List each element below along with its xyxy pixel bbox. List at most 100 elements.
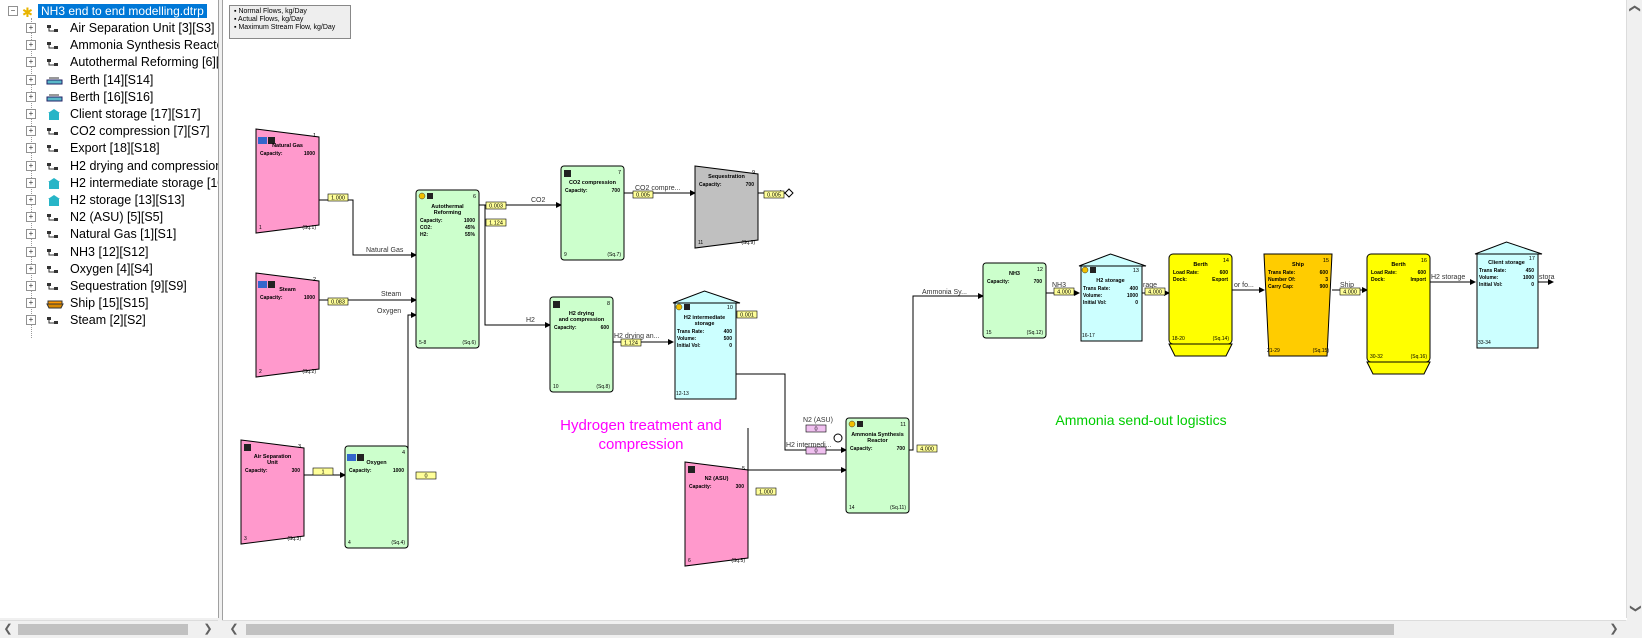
node-field-value: 300 <box>292 468 301 474</box>
node-atr[interactable]: 6AutothermalReformingCapacity:1000CO2:45… <box>415 189 480 349</box>
tree-item[interactable]: +Autothermal Reforming [6][S <box>26 53 218 71</box>
expand-icon[interactable]: + <box>26 74 36 85</box>
expand-icon[interactable]: + <box>26 229 36 240</box>
tree-item[interactable]: +Steam [2][S2] <box>26 311 146 329</box>
expand-icon[interactable]: + <box>26 281 36 291</box>
expand-icon[interactable]: + <box>26 263 36 274</box>
node-field-value: 45% <box>465 225 476 231</box>
scroll-thumb[interactable] <box>246 624 1394 635</box>
expand-icon[interactable]: + <box>26 212 36 223</box>
tree-item[interactable]: +H2 storage [13][S13] <box>26 191 185 209</box>
tree-item[interactable]: +H2 drying and compression [ <box>26 157 218 175</box>
node-field-label: Load Rate: <box>1371 270 1397 276</box>
expand-icon[interactable]: + <box>26 160 36 171</box>
node-field-label: CO2: <box>420 225 432 231</box>
grid-icon <box>244 444 251 451</box>
expand-icon[interactable]: + <box>26 246 36 257</box>
stream-line[interactable] <box>909 293 984 451</box>
storage-icon <box>46 108 62 120</box>
expand-icon[interactable]: + <box>26 126 36 137</box>
tree-item[interactable]: + Natural Gas [1][S1] <box>26 225 176 243</box>
tree-item[interactable]: +CO2 compression [7][S7] <box>26 122 210 140</box>
flow-value-text: 1 <box>321 470 324 476</box>
expand-icon[interactable]: + <box>26 195 36 205</box>
canvas-vertical-scrollbar[interactable]: ❯ ❯ <box>1626 0 1642 618</box>
scroll-thumb[interactable] <box>18 624 188 635</box>
expand-icon[interactable]: + <box>26 315 36 326</box>
tree-item[interactable]: + Berth [16][S16] <box>26 88 153 106</box>
tree-root[interactable]: − ✱ NH3 end to end modelling.dtrp <box>8 3 207 20</box>
tree-item[interactable]: +H2 intermediate storage [10][ <box>26 174 218 192</box>
tree-item[interactable]: +NH3 [12][S12] <box>26 243 149 261</box>
node-number: 11 <box>900 422 906 428</box>
node-field-label: Capacity: <box>565 188 588 194</box>
flow-value-text: 0 <box>424 474 427 480</box>
tree-item-label: Natural Gas [1][S1] <box>70 227 177 242</box>
tree-horizontal-scrollbar[interactable]: ❮ ❯ <box>0 620 218 638</box>
node-number: 2 <box>313 277 316 283</box>
expand-icon[interactable]: + <box>26 57 36 68</box>
flow-value-text: 0.005 <box>767 193 781 199</box>
unit-icon <box>46 246 62 258</box>
node-field-value: 400 <box>1130 286 1139 292</box>
scroll-left-icon[interactable]: ❮ <box>3 623 13 635</box>
node-field-label: Trans Rate: <box>1479 268 1507 274</box>
expand-icon[interactable]: + <box>26 23 36 33</box>
stream-line[interactable] <box>747 428 847 473</box>
collapse-icon[interactable]: − <box>8 6 18 16</box>
stream-label: Natural Gas <box>366 247 404 254</box>
scroll-left-icon[interactable]: ❮ <box>229 623 239 635</box>
expand-icon[interactable]: + <box>26 143 36 154</box>
tree-item[interactable]: +Oxygen [4][S4] <box>26 260 153 278</box>
stream-label: H2 intermedi... <box>786 442 832 449</box>
tree-item[interactable]: +Export [18][S18] <box>26 139 160 157</box>
tree-item-label: Ammonia Synthesis Reactor <box>70 38 219 53</box>
expand-icon[interactable]: + <box>26 109 36 119</box>
flow-value-text: 0.083 <box>331 300 345 306</box>
grid-icon <box>564 170 571 177</box>
tree-item-label: Berth [16][S16] <box>70 89 154 104</box>
scroll-down-icon[interactable]: ❯ <box>1629 603 1642 614</box>
tree-item[interactable]: +N2 (ASU) [5][S5] <box>26 208 163 226</box>
tree-item[interactable]: +Air Separation Unit [3][S3] <box>26 19 215 37</box>
tree-item[interactable]: +Client storage [17][S17] <box>26 105 201 123</box>
scroll-up-icon[interactable]: ❯ <box>1628 3 1641 14</box>
expand-icon[interactable]: + <box>26 177 36 188</box>
expand-icon[interactable]: + <box>26 40 36 51</box>
scroll-right-icon[interactable]: ❯ <box>1609 623 1619 635</box>
scroll-right-icon[interactable]: ❯ <box>203 623 213 635</box>
node-field-value: Import <box>1410 277 1426 283</box>
tree-item[interactable]: +Ship [15][S15] <box>26 294 149 312</box>
node-sequence: (Sq.14) <box>1213 336 1230 342</box>
node-index: 3 <box>244 536 247 542</box>
expand-icon[interactable]: + <box>26 91 36 102</box>
tree-item[interactable]: + Ammonia Synthesis Reactor <box>26 36 219 54</box>
stream-line[interactable] <box>479 204 551 328</box>
stream-line[interactable] <box>407 312 417 500</box>
tree-root-label[interactable]: NH3 end to end modelling.dtrp <box>38 4 207 18</box>
canvas-horizontal-scrollbar[interactable]: ❮ ❯ <box>222 620 1626 638</box>
stream-line[interactable] <box>736 373 847 453</box>
expand-icon[interactable]: + <box>26 298 36 309</box>
tree-item[interactable]: +Sequestration [9][S9] <box>26 277 187 295</box>
tree-item[interactable]: +Berth [14][S14] <box>26 71 153 89</box>
node-field-label: Volume: <box>677 336 697 342</box>
node-index: 10 <box>553 384 559 390</box>
